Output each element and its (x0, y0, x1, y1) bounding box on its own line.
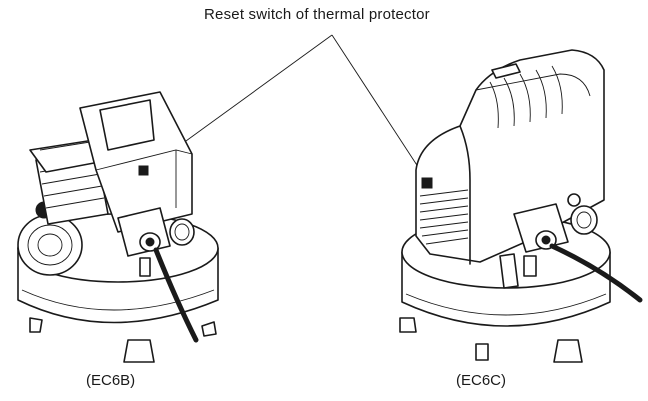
compressor-ec6b (17, 91, 219, 363)
caption-ec6b: (EC6B) (86, 372, 136, 389)
reset-switch-ec6c (421, 177, 433, 189)
caption-ec6c: (EC6C) (456, 372, 507, 389)
reset-switch-ec6b (138, 165, 149, 176)
compressor-ec6c (399, 49, 643, 363)
callout-label: Reset switch of thermal protector (204, 6, 430, 23)
